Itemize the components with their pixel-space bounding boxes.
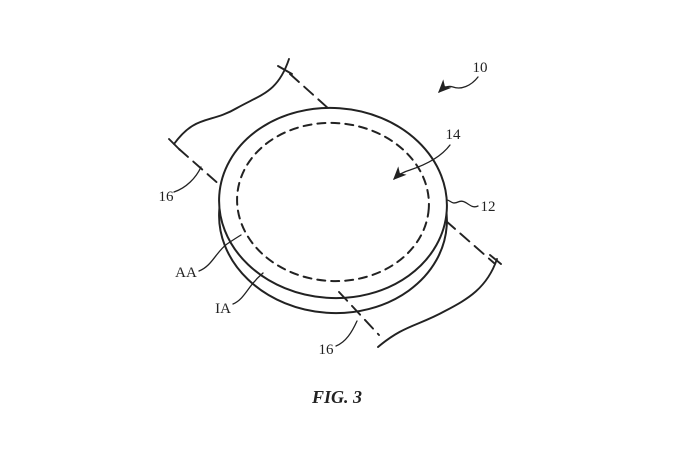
- watch-top-face: [218, 106, 448, 300]
- label-ia: IA: [215, 301, 231, 317]
- leader-ref16-bottom: [335, 320, 358, 347]
- arrow-ref10: [438, 76, 479, 93]
- band-bottom-right-break-curve: [377, 258, 498, 348]
- band-connector-bottom-right-lower: [338, 291, 380, 336]
- break-tick-bottom-right: [489, 254, 502, 265]
- figure-caption: FIG. 3: [311, 387, 362, 407]
- arrow-ref14: [393, 144, 451, 180]
- label-ref16-top: 16: [159, 189, 175, 205]
- band-connector-top-left-lower: [178, 148, 222, 187]
- active-area-dashed-boundary: [236, 121, 430, 283]
- label-ref12: 12: [481, 199, 496, 215]
- band-top-left-break-curve: [173, 58, 290, 145]
- leader-ref12: [446, 199, 479, 208]
- leader-ia: [232, 272, 264, 305]
- label-ref10: 10: [473, 60, 488, 76]
- label-ref16-bottom: 16: [319, 342, 335, 358]
- leader-ref16-top: [173, 166, 202, 193]
- break-tick-top-left-upper: [277, 65, 293, 75]
- label-ref14: 14: [446, 127, 462, 143]
- label-aa: AA: [175, 265, 197, 281]
- band-connector-top-left-upper: [289, 73, 330, 110]
- break-tick-top-left-lower: [168, 138, 181, 151]
- band-connector-bottom-right-upper: [445, 220, 495, 264]
- leader-aa: [198, 234, 242, 272]
